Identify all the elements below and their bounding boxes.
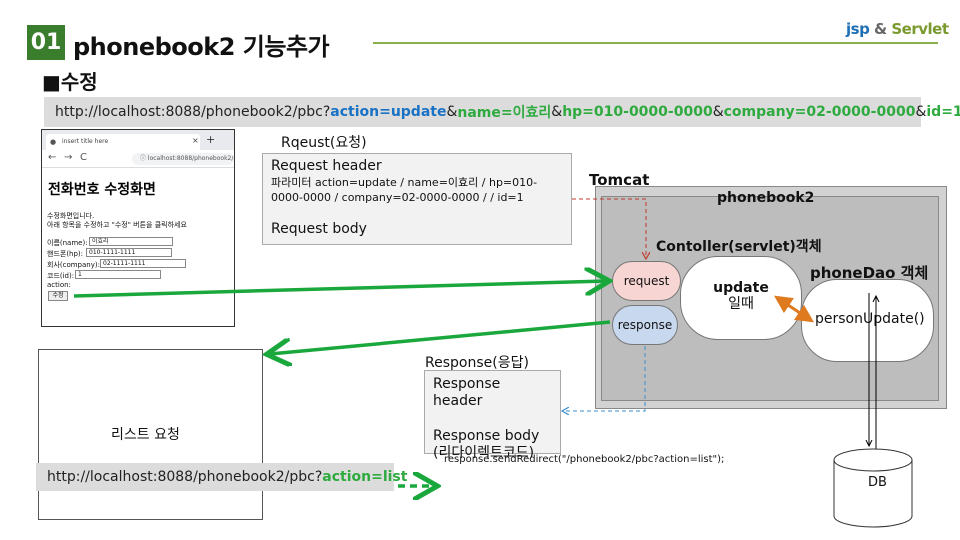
brand-logo: jsp & Servlet — [846, 20, 949, 38]
list-request-text: 리스트 요청 — [111, 427, 180, 443]
list-url-bar: http://localhost:8088/phonebook2/pbc?act… — [36, 463, 407, 491]
form-desc-2: 아래 항목을 수정하고 "수정" 버튼을 클릭하세요 — [47, 221, 187, 229]
request-data-dashed-line — [572, 198, 646, 258]
update-dao-double-arrow — [774, 295, 814, 323]
brand-jsp: jsp — [846, 20, 870, 38]
response-body: Response body — [433, 428, 540, 444]
section-number-badge: 01 — [27, 25, 65, 60]
tomcat-label: Tomcat — [589, 171, 650, 189]
request-label: Rqeust(요청) — [281, 135, 367, 151]
header-rule — [373, 42, 938, 44]
field-label-company: 회사(company): — [47, 261, 100, 269]
db-cylinder — [833, 448, 913, 528]
update-branch-subtitle: 일때 — [728, 296, 754, 312]
response-object: response — [612, 305, 678, 345]
new-tab-icon[interactable]: + — [206, 133, 216, 146]
back-arrow-icon[interactable]: ← — [48, 152, 57, 163]
url-param-name: name=이효리 — [457, 105, 552, 121]
url-base: http://localhost:8088/phonebook2/pbc? — [47, 469, 323, 485]
response-data-dashed-line — [563, 346, 646, 411]
forward-arrow-icon[interactable]: → — [64, 152, 73, 163]
close-icon[interactable]: × — [192, 136, 199, 145]
field-label-hp: 핸드폰(hp): — [47, 250, 84, 258]
hp-input[interactable]: 010-1111-1111 — [86, 248, 172, 257]
field-label-action: action: — [47, 281, 71, 289]
url-param-hp: hp=010-0000-0000 — [562, 104, 713, 120]
url-amp: & — [712, 104, 724, 120]
response-label: Response(응답) — [425, 355, 529, 371]
globe-icon: ● — [50, 138, 57, 146]
brand-amp: & — [874, 20, 887, 38]
field-label-id: 코드(id): — [47, 272, 75, 280]
reload-icon[interactable]: C — [80, 152, 87, 163]
url-base: http://localhost:8088/phonebook2/pbc? — [55, 104, 331, 120]
url-param-action: action=list — [322, 469, 408, 485]
url-param-id: id=1 — [926, 104, 960, 120]
form-heading: 전화번호 수정화면 — [48, 182, 156, 198]
form-desc-1: 수정화면입니다. — [47, 212, 95, 220]
response-to-list-arrow — [270, 320, 611, 354]
redirect-code: response.sendRedirect("/phonebook2/pbc?a… — [444, 454, 725, 465]
request-params-line-2: 0000-0000 / company=02-0000-0000 / / id=… — [271, 191, 524, 204]
field-label-name: 이름(name): — [47, 239, 88, 247]
request-params: 파라미터 action=update / name=이효리 / hp=010- … — [271, 175, 563, 205]
url-amp: & — [551, 104, 563, 120]
url-amp: & — [915, 104, 927, 120]
section-heading: ■수정 — [42, 70, 98, 94]
response-redirect: (리다이렉트코드) — [433, 445, 535, 461]
dao-method: personUpdate() — [801, 279, 934, 362]
controller-label: Contoller(servlet)객체 — [656, 239, 822, 255]
url-amp: & — [446, 104, 458, 120]
db-label: DB — [868, 475, 887, 490]
response-header: Response header — [433, 376, 501, 409]
request-header: Request header — [271, 158, 382, 174]
update-branch-title: update — [713, 280, 769, 296]
update-url-bar: http://localhost:8088/phonebook2/pbc?act… — [44, 97, 960, 127]
submit-button[interactable]: 수정 — [48, 291, 68, 301]
page-title: phonebook2 기능추가 — [73, 33, 330, 61]
company-input[interactable]: 02-1111-1111 — [100, 259, 186, 268]
submit-to-request-arrow — [73, 281, 606, 298]
request-box: Request header 파라미터 action=update / name… — [262, 153, 572, 245]
request-body: Request body — [271, 221, 367, 237]
name-input[interactable]: 이효리 — [89, 237, 173, 246]
address-bar[interactable]: ⓘ localhost:8088/phonebook2/pbc?action= — [132, 153, 234, 165]
response-box: Response header Response body (리다이렉트코드) — [424, 370, 561, 461]
url-param-action: action=update — [330, 104, 447, 120]
request-params-line-1: 파라미터 action=update / name=이효리 / hp=010- — [271, 176, 538, 189]
list-page — [38, 349, 263, 520]
url-param-company: company=02-0000-0000 — [723, 104, 916, 120]
dao-label: phoneDao 객체 — [810, 264, 929, 282]
brand-servlet: Servlet — [891, 20, 949, 38]
app-label: phonebook2 — [717, 190, 815, 206]
browser-tab[interactable]: insert title here — [46, 134, 200, 150]
id-input[interactable]: 1 — [75, 270, 161, 279]
